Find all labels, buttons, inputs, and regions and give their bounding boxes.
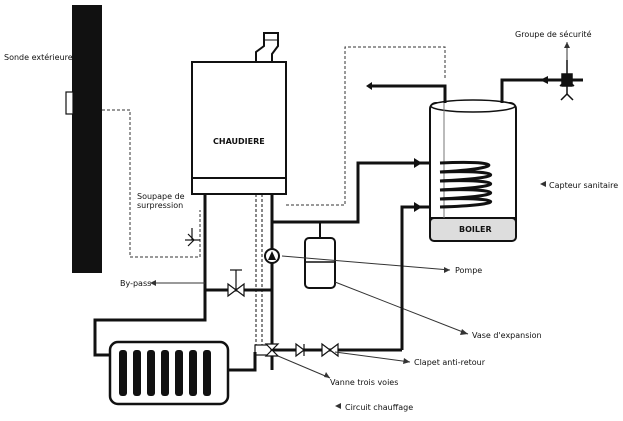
pipe-supply [286,161,430,224]
sensor-wire [102,109,201,258]
label-vanne: Vanne trois voies [330,378,398,387]
clapet-anti-retour [295,342,339,358]
outdoor-sensor [65,91,74,115]
arrow-vanne [277,355,331,379]
pipe-hot-out [372,84,447,103]
boiler-coil [439,160,492,209]
label-bypass: By-pass [120,279,151,288]
label-groupe: Groupe de sécurité [515,29,592,39]
vanne-trois-voies [264,343,280,357]
label-boiler: BOILER [459,225,492,234]
bypass-valve [227,269,245,298]
chaudiere-flue [255,32,279,63]
arrow-clapet [334,351,411,363]
vase-expansion [304,237,336,289]
pipe-cold-in [500,78,583,103]
control-wire [286,46,446,206]
exterior-wall [72,5,102,273]
label-capteur: Capteur sanitaire [549,181,618,190]
groupe-securite [559,60,575,101]
label-clapet: Clapet anti-retour [414,358,486,367]
label-soupape-2: surpression [137,201,183,210]
label-sonde: Sonde extérieure [4,52,73,62]
label-vase: Vase d'expansion [472,331,542,340]
label-pompe: Pompe [455,266,482,275]
arrow-circuit [335,403,341,409]
chaudiere-body [191,61,287,195]
arrow-pompe [281,255,451,271]
pipe-radiator-loop [93,300,207,357]
label-soupape-1: Soupape de [137,192,185,201]
label-chaudiere: CHAUDIERE [213,137,265,146]
label-circuit: Circuit chauffage [345,403,413,412]
safety-valve [185,228,200,247]
radiator [108,340,230,406]
arrow-capteur [540,181,546,187]
